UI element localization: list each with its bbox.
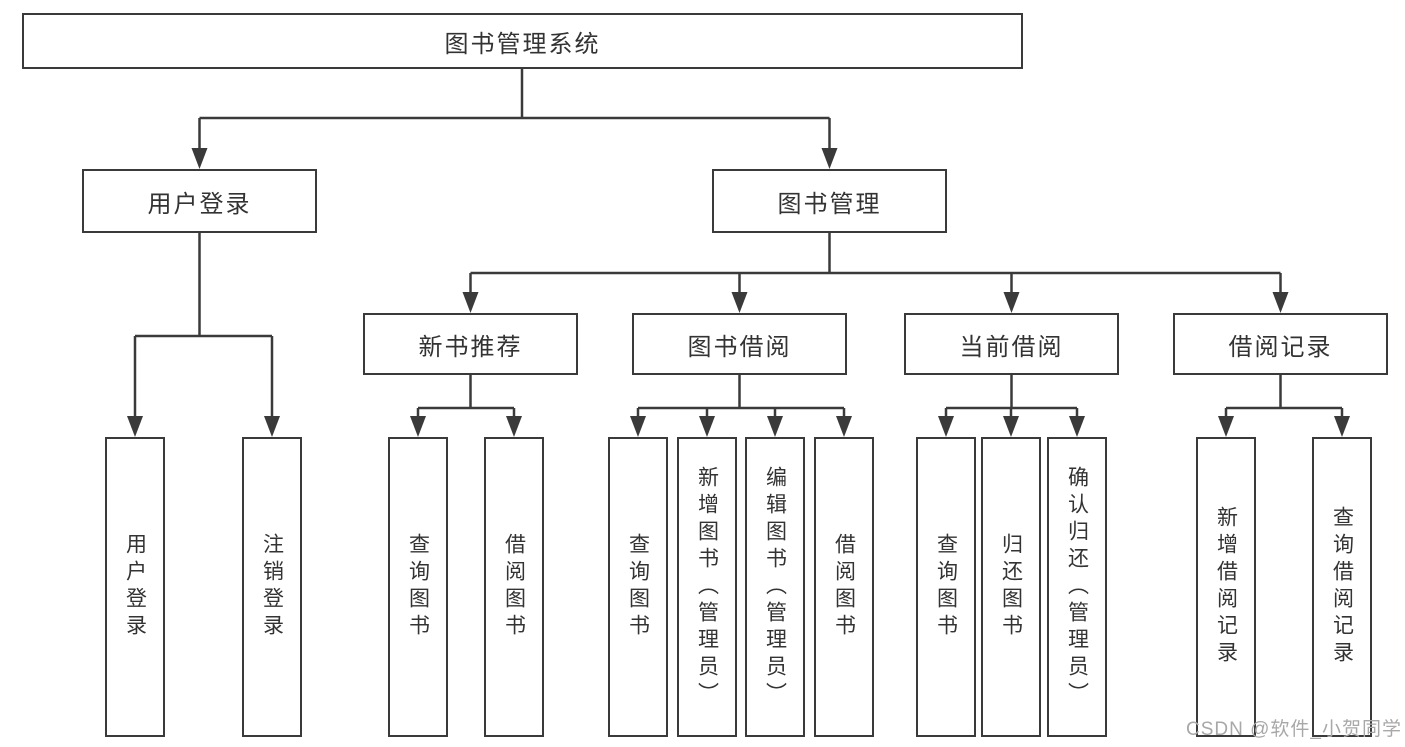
leaf-add-borrow-record: 新增借阅记录 bbox=[1196, 437, 1256, 737]
node-root: 图书管理系统 bbox=[22, 13, 1023, 69]
arrowhead-icon bbox=[699, 416, 715, 437]
arrowhead-icon bbox=[1218, 416, 1234, 437]
arrowhead-icon bbox=[938, 416, 954, 437]
node-user-login: 用户登录 bbox=[82, 169, 317, 233]
arrowhead-icon bbox=[1272, 292, 1289, 313]
arrowhead-icon bbox=[767, 416, 783, 437]
node-new-book-recommend: 新书推荐 bbox=[363, 313, 578, 375]
leaf-borrow-books-recommend: 借阅图书 bbox=[484, 437, 544, 737]
leaf-query-books-borrow: 查询图书 bbox=[608, 437, 668, 737]
leaf-query-books-current: 查询图书 bbox=[916, 437, 976, 737]
arrowhead-icon bbox=[1069, 416, 1085, 437]
arrowhead-icon bbox=[1003, 292, 1020, 313]
arrowhead-icon bbox=[127, 416, 143, 437]
leaf-edit-book-admin: 编辑图书（管理员） bbox=[745, 437, 805, 737]
arrowhead-icon bbox=[410, 416, 426, 437]
arrowhead-icon bbox=[630, 416, 646, 437]
arrowhead-icon bbox=[462, 292, 479, 313]
arrowhead-icon bbox=[191, 148, 208, 169]
arrowhead-icon bbox=[264, 416, 280, 437]
arrowhead-icon bbox=[731, 292, 748, 313]
leaf-user-login: 用户登录 bbox=[105, 437, 165, 737]
arrowhead-icon bbox=[506, 416, 522, 437]
arrowhead-icon bbox=[821, 148, 838, 169]
node-book-management: 图书管理 bbox=[712, 169, 947, 233]
leaf-query-borrow-record: 查询借阅记录 bbox=[1312, 437, 1372, 737]
leaf-return-books: 归还图书 bbox=[981, 437, 1041, 737]
leaf-confirm-return-admin: 确认归还（管理员） bbox=[1047, 437, 1107, 737]
leaf-add-book-admin: 新增图书（管理员） bbox=[677, 437, 737, 737]
node-book-borrow: 图书借阅 bbox=[632, 313, 847, 375]
csdn-watermark: CSDN @软件_小贺同学 bbox=[1186, 719, 1402, 740]
leaf-borrow-books: 借阅图书 bbox=[814, 437, 874, 737]
arrowhead-icon bbox=[1003, 416, 1019, 437]
leaf-logout: 注销登录 bbox=[242, 437, 302, 737]
node-current-borrow: 当前借阅 bbox=[904, 313, 1119, 375]
leaf-query-books-recommend: 查询图书 bbox=[388, 437, 448, 737]
node-borrow-records: 借阅记录 bbox=[1173, 313, 1388, 375]
arrowhead-icon bbox=[836, 416, 852, 437]
arrowhead-icon bbox=[1334, 416, 1350, 437]
